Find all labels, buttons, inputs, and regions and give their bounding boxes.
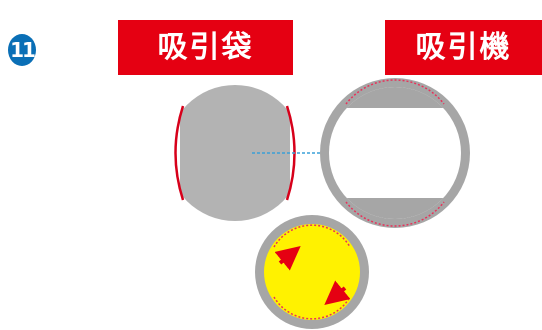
suction-machine-ring (320, 78, 470, 228)
suction-bag-shape (174, 85, 296, 221)
inner-top-dashed-arc (273, 224, 351, 248)
step-number-badge: 11 (8, 34, 36, 66)
inner-bottom-dashed-arc (273, 296, 351, 320)
bag-left-edge-mark (174, 105, 185, 201)
rotate-arrow-bottom-icon (324, 280, 351, 306)
rotate-arrow-top-icon (274, 245, 301, 271)
machine-top-dashed-arc (345, 79, 445, 105)
bag-label: 吸引袋 (118, 20, 293, 75)
machine-label: 吸引機 (385, 20, 542, 75)
machine-bottom-dashed-arc (345, 201, 445, 227)
bag-in-machine-rotated (255, 215, 369, 329)
